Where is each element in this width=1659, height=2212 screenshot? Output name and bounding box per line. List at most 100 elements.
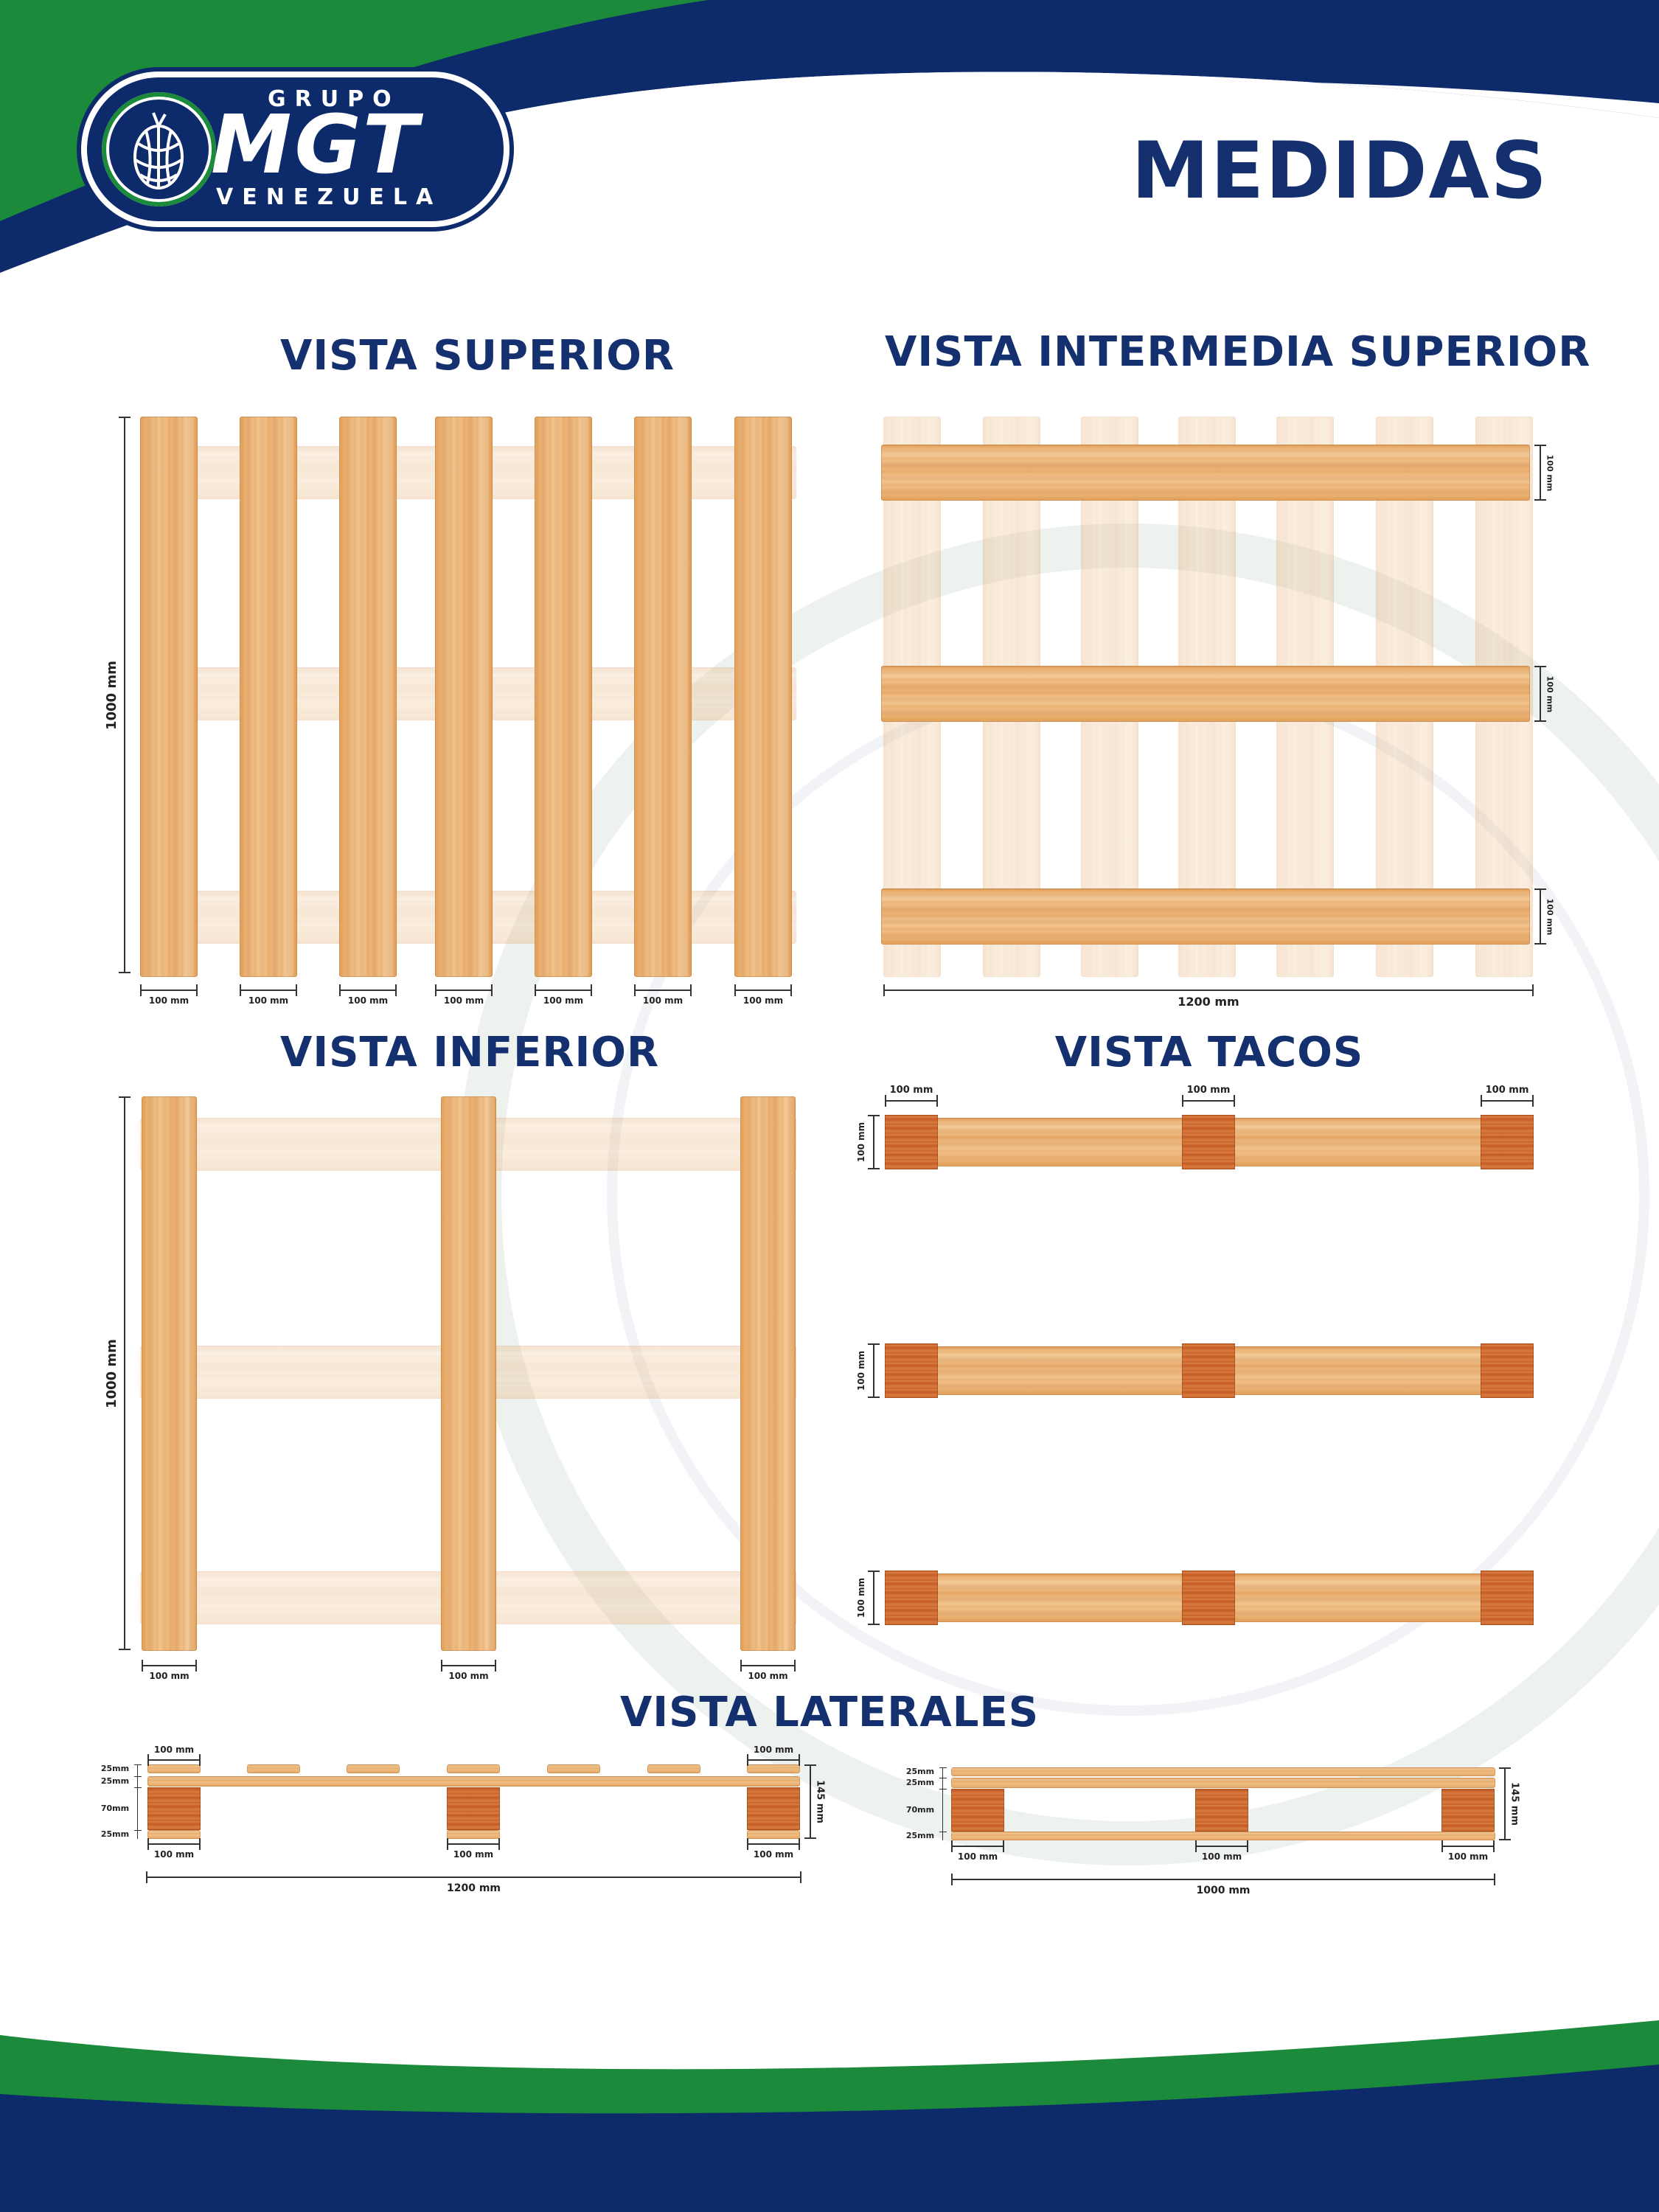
- taco-block: [885, 1571, 938, 1625]
- bottom-block-dim-tick: [799, 1838, 800, 1850]
- heading-vista-tacos: VISTA TACOS: [1054, 1029, 1364, 1077]
- bottom-block-dim-label: 100 mm: [753, 1849, 794, 1860]
- side-block: [447, 1787, 500, 1830]
- width-dim-label: 1000 mm: [1196, 1885, 1251, 1896]
- bottom-block-dim-tick: [199, 1838, 201, 1850]
- bottom-block-dim-tick: [1195, 1840, 1197, 1852]
- block-height-dim-line: [873, 1571, 874, 1625]
- board-width-dim-tick: [794, 1660, 796, 1672]
- height-dim-tick: [119, 1649, 131, 1650]
- top-block-dim-tick: [199, 1754, 201, 1766]
- bottom-block-dim-tick: [447, 1838, 448, 1850]
- board-width-dim-tick: [435, 984, 437, 996]
- height-dim-tick: [119, 417, 131, 418]
- bottom-slat: [147, 1830, 201, 1839]
- width-dim-tick: [883, 984, 885, 996]
- block-width-dim-tick: [936, 1095, 938, 1107]
- width-dim-label: 1200 mm: [446, 1882, 501, 1894]
- block-height-dim-line: [873, 1343, 874, 1398]
- heading-vista-intermedia-superior: VISTA INTERMEDIA SUPERIOR: [885, 328, 1591, 376]
- board-width-dim-label: 100 mm: [742, 995, 784, 1006]
- layer-label: 70mm: [905, 1805, 935, 1815]
- block-width-dim-line: [1481, 1100, 1534, 1102]
- bottom-board: [951, 1832, 1495, 1840]
- side-block: [1195, 1789, 1248, 1832]
- board-dim-tick: [1534, 666, 1546, 667]
- block-width-dim-label: 100 mm: [1485, 1085, 1529, 1096]
- board-width-dim-label: 100 mm: [347, 995, 389, 1006]
- taco-block: [1182, 1343, 1235, 1398]
- height-dim-line: [1504, 1767, 1506, 1840]
- block-width-dim-label: 100 mm: [889, 1085, 933, 1096]
- bottom-block-dim-label: 100 mm: [957, 1851, 998, 1862]
- block-height-dim-tick: [868, 1343, 880, 1345]
- board-width-dim-tick: [296, 984, 297, 996]
- layer-tick: [939, 1767, 947, 1768]
- top-block-dim-label: 100 mm: [153, 1745, 195, 1755]
- page-title: MEDIDAS: [1131, 125, 1548, 216]
- top-block-dim-tick: [747, 1754, 748, 1766]
- top-block-dim-line: [147, 1759, 201, 1761]
- height-dim-tick: [804, 1837, 816, 1839]
- block-height-dim-label: 100 mm: [856, 1350, 866, 1391]
- taco-block: [885, 1115, 938, 1169]
- board-width-dim-tick: [195, 1660, 197, 1672]
- side-block: [747, 1787, 800, 1830]
- height-dim-label: 145 mm: [814, 1780, 826, 1823]
- bottom-block-dim-label: 100 mm: [1201, 1851, 1242, 1862]
- board-width-dim-label: 100 mm: [642, 995, 684, 1006]
- board-width-dim-tick: [535, 984, 536, 996]
- width-dim-tick: [951, 1874, 953, 1885]
- board-width-dim-tick: [734, 984, 736, 996]
- board-width-dim-line: [634, 990, 692, 991]
- board-width-dim-tick: [740, 1660, 742, 1672]
- layer-label: 25mm: [905, 1831, 935, 1840]
- top-deck-slat: [547, 1764, 600, 1773]
- layer-tick: [134, 1776, 142, 1777]
- layer-label: 25mm: [905, 1778, 935, 1787]
- board-width-dim-tick: [690, 984, 692, 996]
- block-width-dim-tick: [1182, 1095, 1183, 1107]
- top-deck-board: [951, 1767, 1495, 1776]
- top-stringer: [147, 1776, 800, 1787]
- bottom-board: [441, 1096, 496, 1651]
- bottom-block-dim-tick: [1441, 1840, 1443, 1852]
- bottom-block-dim-tick: [1003, 1840, 1004, 1852]
- taco-block: [1481, 1571, 1534, 1625]
- board-width-dim-line: [734, 990, 792, 991]
- board-width-dim-tick: [140, 984, 142, 996]
- board-width-dim-tick: [339, 984, 341, 996]
- width-dim-line: [951, 1879, 1495, 1880]
- bottom-block-dim-tick: [1493, 1840, 1495, 1852]
- bottom-block-dim-tick: [147, 1838, 149, 1850]
- board-dim-tick: [1534, 888, 1546, 890]
- block-height-dim-tick: [868, 1571, 880, 1572]
- block-width-dim-label: 100 mm: [1186, 1085, 1231, 1096]
- height-dim-tick: [1499, 1839, 1511, 1840]
- board-width-dim-label: 100 mm: [148, 995, 189, 1006]
- top-deck-slat: [447, 1764, 500, 1773]
- board-width-dim-tick: [395, 984, 397, 996]
- board-width-dim-tick: [491, 984, 493, 996]
- top-board: [435, 417, 493, 977]
- board-dim-tick: [1534, 720, 1546, 722]
- board-width-dim-tick: [142, 1660, 143, 1672]
- bottom-slat: [747, 1830, 800, 1839]
- taco-block: [1481, 1115, 1534, 1169]
- board-dim-label: 100 mm: [1545, 454, 1555, 491]
- brand-bottom-line: VENEZUELA: [216, 184, 442, 210]
- layer-line: [942, 1767, 943, 1840]
- block-height-dim-tick: [868, 1115, 880, 1116]
- bottom-block-dim-tick: [498, 1838, 500, 1850]
- top-board: [339, 417, 397, 977]
- board-dim-line: [1540, 666, 1541, 722]
- top-block-dim-tick: [799, 1754, 800, 1766]
- width-dim-line: [883, 990, 1534, 991]
- width-dim-tick: [1494, 1874, 1495, 1885]
- brand-logo[interactable]: GRUPO MGT VENEZUELA: [87, 77, 504, 221]
- width-dim-label: 1200 mm: [1178, 995, 1239, 1009]
- taco-block: [1182, 1115, 1235, 1169]
- height-dim-tick: [1499, 1767, 1511, 1769]
- board-width-dim-tick: [495, 1660, 496, 1672]
